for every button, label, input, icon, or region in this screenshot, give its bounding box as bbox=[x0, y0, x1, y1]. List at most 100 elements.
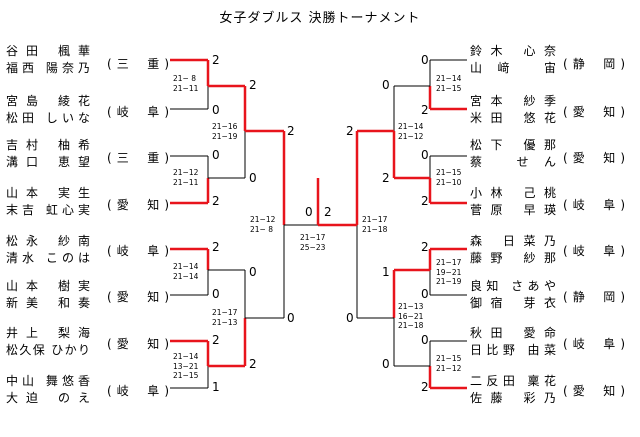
prefecture: (愛 知) bbox=[107, 336, 169, 352]
games-won: 2 bbox=[212, 194, 220, 208]
player-name: 宮本 紗季 bbox=[470, 94, 556, 108]
prefecture: (岐 阜) bbox=[107, 383, 169, 399]
prefecture: (愛 知) bbox=[563, 104, 625, 120]
player-name: 御宿 芽衣 bbox=[470, 296, 556, 310]
player-name: 小林 己桃 bbox=[470, 186, 556, 200]
prefecture: (岐 阜) bbox=[107, 104, 169, 120]
games-won: 2 bbox=[421, 380, 429, 394]
match-score: 21−17 25−23 bbox=[300, 233, 326, 252]
games-won: 1 bbox=[382, 265, 390, 279]
player-name: 米田 悠花 bbox=[470, 111, 556, 125]
games-won: 0 bbox=[212, 103, 220, 117]
player-name: 松永 紗南 bbox=[6, 234, 90, 248]
player-name: 二反田 稟花 bbox=[470, 374, 556, 388]
games-won: 0 bbox=[249, 171, 257, 185]
prefecture: (岐 阜) bbox=[563, 197, 625, 213]
prefecture: (愛 知) bbox=[563, 150, 625, 166]
games-won: 2 bbox=[249, 357, 257, 371]
player-name: 日比野 由菜 bbox=[470, 343, 556, 357]
prefecture: (静 岡) bbox=[563, 56, 625, 72]
prefecture: (愛 知) bbox=[107, 289, 169, 305]
games-won: 2 bbox=[212, 53, 220, 67]
player-name: 宮島 綾花 bbox=[6, 94, 90, 108]
games-won: 2 bbox=[382, 171, 390, 185]
match-score: 21−17 19−21 21−19 bbox=[436, 258, 462, 286]
player-name: 福西 陽奈乃 bbox=[6, 61, 90, 75]
player-name: 吉村 柚希 bbox=[6, 138, 90, 152]
match-score: 21−14 21−15 bbox=[436, 74, 462, 93]
prefecture: (岐 阜) bbox=[563, 336, 625, 352]
match-score: 21−14 21−14 bbox=[173, 262, 199, 281]
player-name: 松田 しいな bbox=[6, 111, 90, 125]
games-won: 2 bbox=[421, 103, 429, 117]
games-won: 0 bbox=[346, 311, 354, 325]
right-pair-2: 宮本 紗季 米田 悠花 bbox=[470, 93, 556, 127]
right-pair-4: 小林 己桃 菅原 早瑛 bbox=[470, 185, 556, 219]
player-name: 藤野 紗那 bbox=[470, 251, 556, 265]
games-won: 2 bbox=[346, 124, 354, 138]
prefecture: (三 重) bbox=[107, 56, 169, 72]
prefecture: (愛 知) bbox=[107, 197, 169, 213]
right-pair-7: 秋田 愛命 日比野 由菜 bbox=[470, 325, 556, 359]
games-won: 0 bbox=[421, 333, 429, 347]
games-won: 0 bbox=[305, 205, 313, 219]
right-pair-5: 森 日菜乃 藤野 紗那 bbox=[470, 233, 556, 267]
match-score: 21−14 13−21 21−15 bbox=[173, 352, 199, 380]
match-score: 21−12 21−11 bbox=[173, 168, 199, 187]
games-won: 2 bbox=[212, 333, 220, 347]
games-won: 2 bbox=[212, 240, 220, 254]
games-won: 2 bbox=[249, 78, 257, 92]
page-title: 女子ダブルス 決勝トーナメント bbox=[219, 11, 421, 26]
player-name: 清水 このは bbox=[6, 251, 90, 265]
match-score: 21−13 16−21 21−18 bbox=[398, 302, 424, 330]
left-pair-7: 井上 梨海 松久保 ひかり bbox=[6, 325, 90, 359]
match-score: 21−15 21−12 bbox=[436, 354, 462, 373]
left-pair-2: 宮島 綾花 松田 しいな bbox=[6, 93, 90, 127]
player-name: 末吉 虹心実 bbox=[6, 203, 90, 217]
match-score: 21−12 21− 8 bbox=[250, 215, 276, 234]
player-name: 大迫 のえ bbox=[6, 391, 90, 405]
games-won: 0 bbox=[212, 287, 220, 301]
games-won: 2 bbox=[324, 205, 332, 219]
player-name: 松久保 ひかり bbox=[6, 343, 90, 357]
player-name: 森 日菜乃 bbox=[470, 234, 556, 248]
match-score: 21−17 21−13 bbox=[212, 308, 238, 327]
player-name: 新美 和奏 bbox=[6, 296, 90, 310]
player-name: 蔡 せん bbox=[470, 155, 556, 169]
games-won: 0 bbox=[421, 287, 429, 301]
player-name: 良知 さあや bbox=[470, 279, 556, 293]
left-pair-3: 吉村 柚希 溝口 恵望 bbox=[6, 137, 90, 171]
player-name: 山本 樹実 bbox=[6, 279, 90, 293]
player-name: 山本 実生 bbox=[6, 186, 90, 200]
games-won: 2 bbox=[421, 194, 429, 208]
player-name: 谷田 楓華 bbox=[6, 44, 90, 58]
player-name: 鈴木 心奈 bbox=[470, 44, 556, 58]
left-pair-6: 山本 樹実 新美 和奏 bbox=[6, 278, 90, 312]
player-name: 佐藤 彩乃 bbox=[470, 391, 556, 405]
match-score: 21−14 21−12 bbox=[398, 122, 424, 141]
prefecture: (岐 阜) bbox=[107, 243, 169, 259]
games-won: 0 bbox=[421, 148, 429, 162]
games-won: 2 bbox=[421, 240, 429, 254]
player-name: 菅原 早瑛 bbox=[470, 203, 556, 217]
games-won: 0 bbox=[212, 148, 220, 162]
games-won: 0 bbox=[249, 265, 257, 279]
right-pair-3: 松下 優那 蔡 せん bbox=[470, 137, 556, 171]
player-name: 松下 優那 bbox=[470, 138, 556, 152]
left-pair-8: 中山 舞悠香 大迫 のえ bbox=[6, 373, 90, 407]
player-name: 井上 梨海 bbox=[6, 326, 90, 340]
games-won: 0 bbox=[382, 357, 390, 371]
player-name: 秋田 愛命 bbox=[470, 326, 556, 340]
match-score: 21−15 21−10 bbox=[436, 168, 462, 187]
prefecture: (静 岡) bbox=[563, 289, 625, 305]
left-pair-5: 松永 紗南 清水 このは bbox=[6, 233, 90, 267]
prefecture: (岐 阜) bbox=[563, 243, 625, 259]
match-score: 21−16 21−19 bbox=[212, 122, 238, 141]
right-pair-8: 二反田 稟花 佐藤 彩乃 bbox=[470, 373, 556, 407]
right-pair-1: 鈴木 心奈 山﨑 宙 bbox=[470, 43, 556, 77]
player-name: 中山 舞悠香 bbox=[6, 374, 90, 388]
prefecture: (愛 知) bbox=[563, 383, 625, 399]
left-pair-4: 山本 実生 末吉 虹心実 bbox=[6, 185, 90, 219]
prefecture: (三 重) bbox=[107, 150, 169, 166]
